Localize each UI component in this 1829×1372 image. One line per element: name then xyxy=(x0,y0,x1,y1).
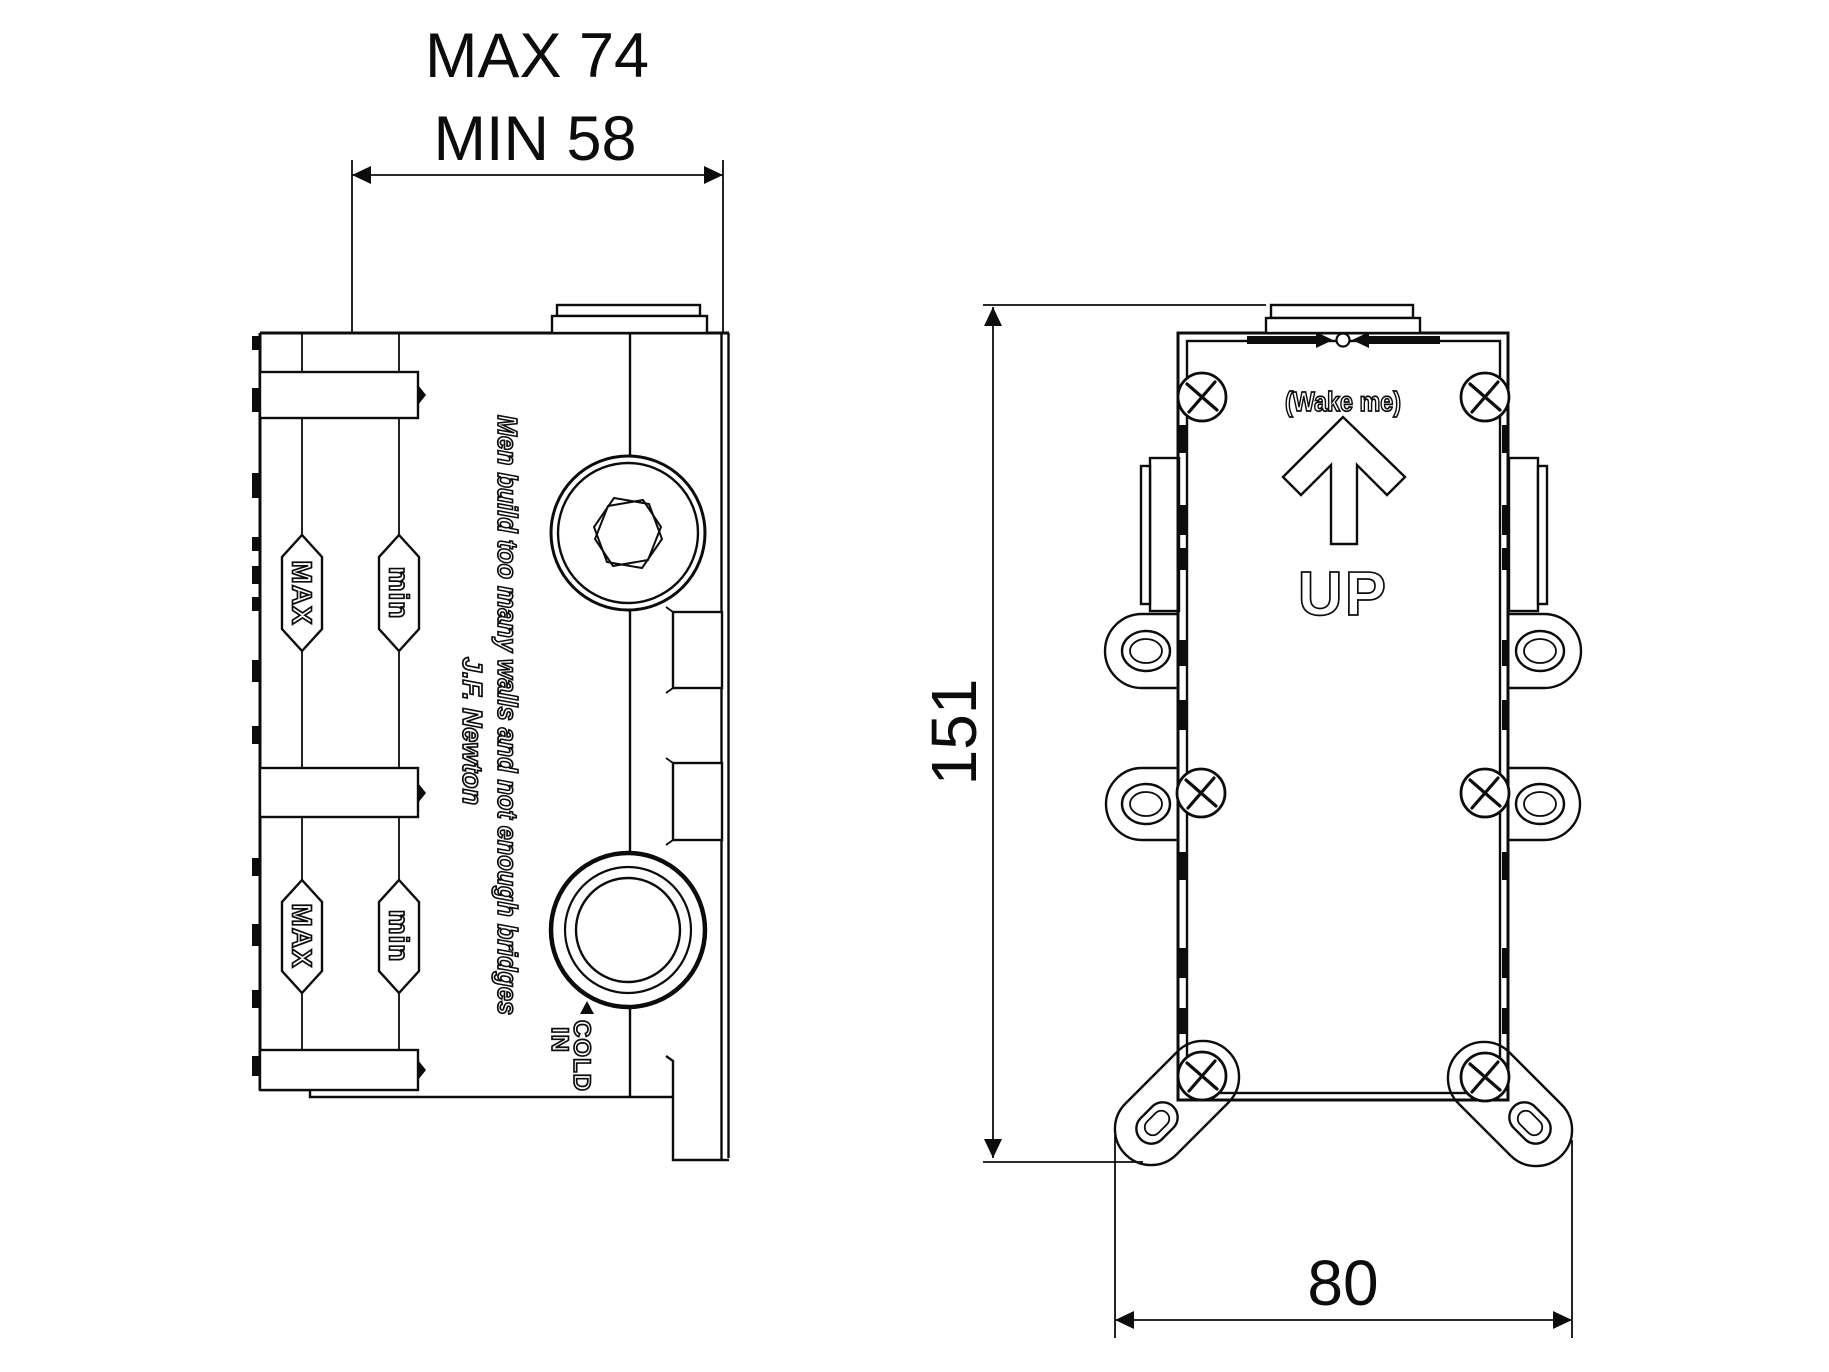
center-mark-arrow-left-icon xyxy=(1352,332,1369,348)
max-tag-2-label: MAX xyxy=(287,903,318,968)
center-mark-arrow-right-icon xyxy=(1316,332,1333,348)
cold-in-label: COLD IN xyxy=(545,1001,596,1093)
cold-in-arrow-icon xyxy=(580,1001,594,1014)
dim-min-width-text: MIN 58 xyxy=(433,104,636,174)
up-arrow-icon xyxy=(1281,415,1407,546)
front-right-lug-1 xyxy=(1507,612,1583,690)
clamp-band-2 xyxy=(258,766,426,819)
min-tag-2-label: min xyxy=(384,910,415,963)
front-top-nub-upper xyxy=(1269,303,1415,320)
side-tab-2 xyxy=(665,757,724,846)
dimension-height: 151 xyxy=(918,304,1266,1163)
cold-inlet-ring xyxy=(548,850,708,1010)
up-label: UP xyxy=(1298,560,1388,629)
front-right-boss xyxy=(1507,456,1549,613)
hex-socket-plug xyxy=(549,454,707,612)
max-tag-1: MAX xyxy=(280,533,324,653)
wake-me-label: (Wake me) xyxy=(1285,386,1401,417)
phillips-screws xyxy=(1175,371,1511,1103)
in-label: IN xyxy=(546,1027,573,1053)
front-top-nub-lower xyxy=(1264,316,1422,335)
dimension-top-width: MAX 74 MIN 58 xyxy=(351,21,724,332)
top-center-mark xyxy=(1247,332,1440,348)
screw-bottom-left-icon xyxy=(1176,1050,1228,1102)
dim-base-width-text: 80 xyxy=(1307,1247,1378,1319)
clamp-band-3 xyxy=(258,1048,426,1092)
front-edge-crimp-marks xyxy=(1179,425,1509,1034)
front-right-lug-2 xyxy=(1507,766,1582,842)
screw-top-left-icon xyxy=(1176,371,1228,423)
screw-mid-left-icon xyxy=(1175,767,1227,819)
front-left-boss xyxy=(1139,456,1181,613)
quote-author: J.F. Newton xyxy=(457,657,488,805)
side-top-nub-upper xyxy=(555,303,702,318)
side-body-foot xyxy=(665,1055,729,1162)
dimension-base-width: 80 xyxy=(1114,1135,1573,1338)
min-tag-1: min xyxy=(377,533,421,653)
min-tag-2: min xyxy=(377,878,421,995)
screw-top-right-icon xyxy=(1459,371,1511,423)
screw-bottom-right-icon xyxy=(1459,1051,1511,1103)
dim-height-text: 151 xyxy=(918,679,990,786)
side-left-edge-crimp-marks xyxy=(252,336,260,1076)
min-tag-1-label: min xyxy=(384,567,415,620)
cold-label: COLD xyxy=(568,1020,595,1092)
side-tab-1 xyxy=(665,606,724,694)
dim-max-width-text: MAX 74 xyxy=(425,21,649,91)
front-view: (Wake me) UP xyxy=(1103,303,1583,1168)
side-view: MAX min MAX min Men build too many xyxy=(252,303,730,1162)
front-left-lug-2 xyxy=(1104,766,1179,842)
front-left-lug-1 xyxy=(1103,612,1179,690)
quote-text: Men build too many walls and not enough … xyxy=(492,415,523,1015)
clamp-band-1 xyxy=(258,370,426,420)
max-tag-2: MAX xyxy=(280,878,324,995)
center-hole xyxy=(1335,332,1351,348)
screw-mid-right-icon xyxy=(1459,767,1511,819)
side-top-nub-lower xyxy=(550,314,709,335)
max-tag-1-label: MAX xyxy=(287,560,318,625)
